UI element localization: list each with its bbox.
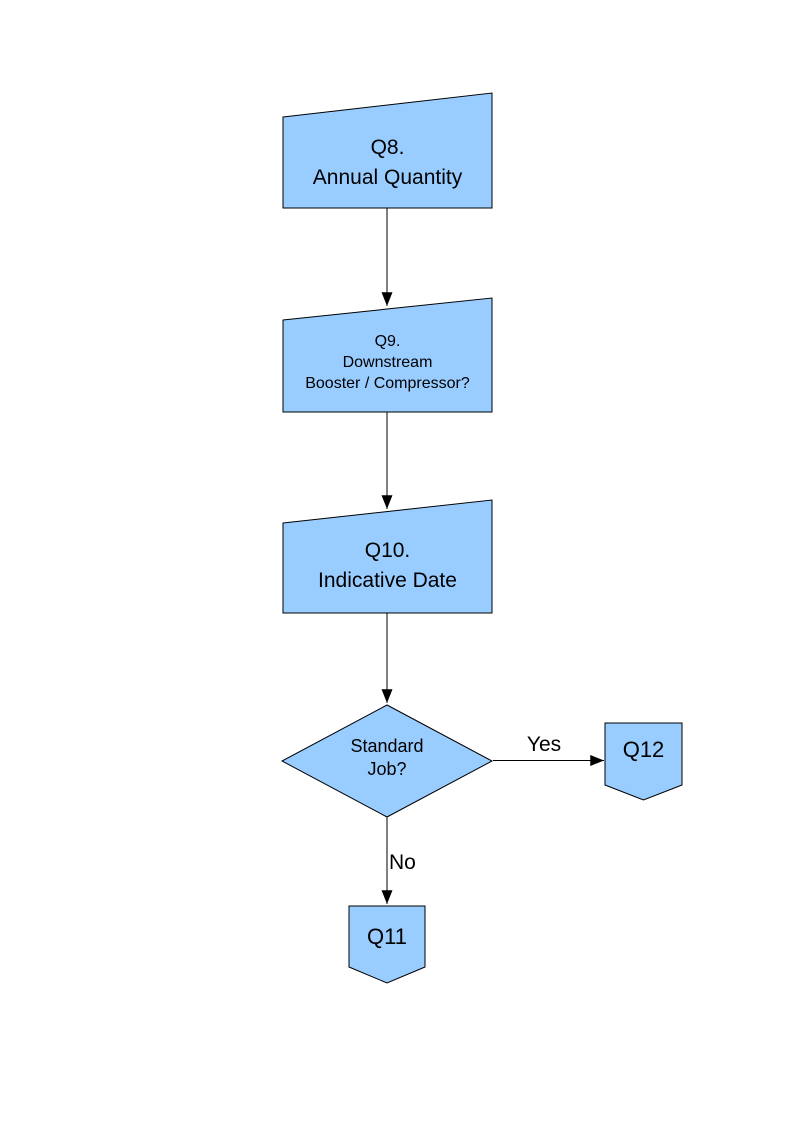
q9-label-line2: Downstream [342, 354, 433, 371]
no-label-text: No [389, 851, 416, 874]
q11-connector-shape [348, 905, 426, 984]
q10-node-shape [282, 499, 493, 614]
q8-label-line1: Q8. [370, 136, 405, 159]
q12-connector-label: Q12 [605, 737, 682, 763]
q8-label-line2: Annual Quantity [312, 166, 463, 189]
decision-label-line2: Job? [367, 759, 407, 779]
q9-label-line3: Booster / Compressor? [305, 375, 470, 392]
q11-label-line1: Q11 [367, 924, 407, 949]
yes-edge-label: Yes [516, 733, 572, 757]
decision-label-line1: Standard [350, 736, 424, 756]
standard-job-decision-label: Standard Job? [302, 735, 472, 781]
standard-job-decision-shape [280, 704, 494, 818]
q10-node-label: Q10. Indicative Date [283, 536, 492, 596]
q11-connector-label: Q11 [349, 924, 425, 950]
q9-node-label: Q9. Downstream Booster / Compressor? [283, 331, 492, 394]
q10-label-line1: Q10. [364, 539, 411, 562]
q12-label-line1: Q12 [622, 737, 665, 762]
yes-label-text: Yes [526, 733, 562, 756]
q8-node-label: Q8. Annual Quantity [283, 133, 492, 193]
q8-node-shape [282, 92, 493, 209]
q9-node-shape [282, 297, 493, 413]
q12-connector-shape [604, 722, 683, 801]
no-edge-label: No [389, 851, 435, 875]
q9-label-line1: Q9. [374, 333, 401, 350]
q10-label-line2: Indicative Date [318, 569, 457, 592]
